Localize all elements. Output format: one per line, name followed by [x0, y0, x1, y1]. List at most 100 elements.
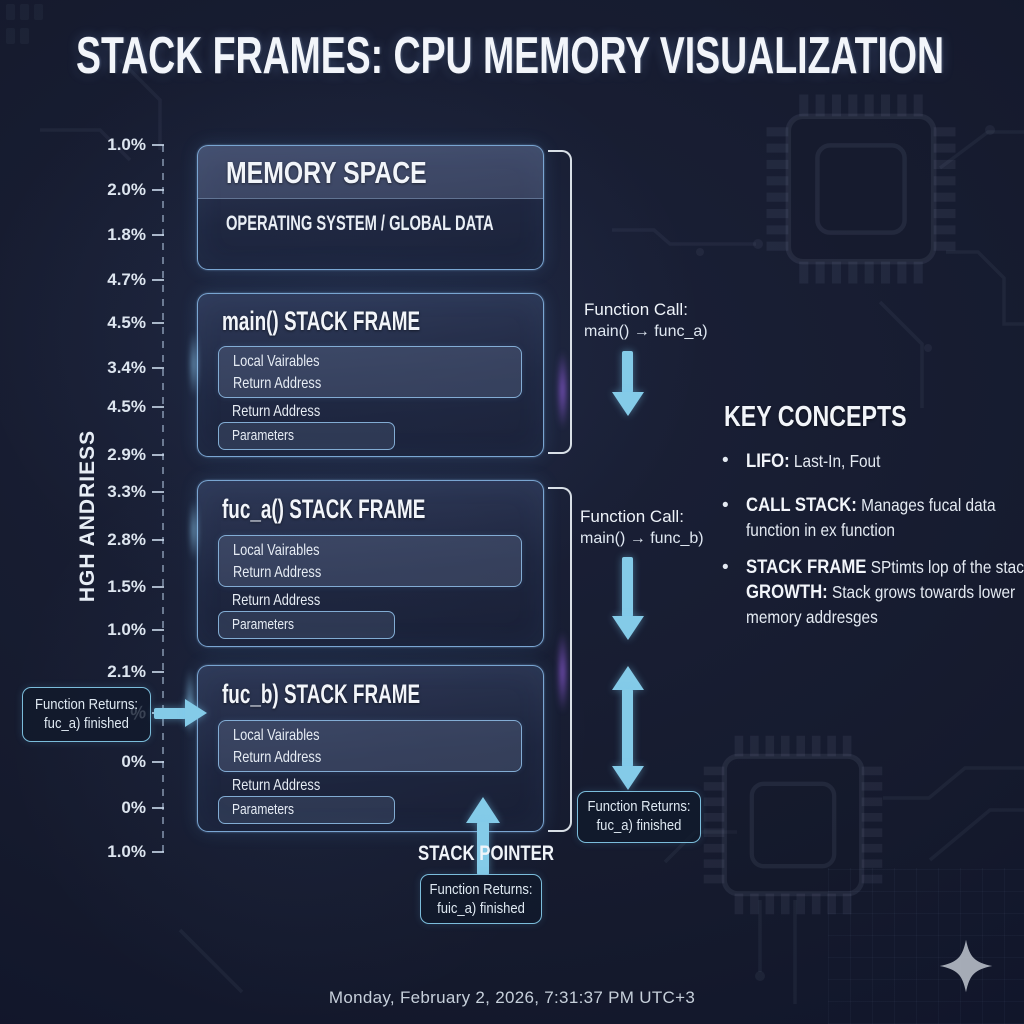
axis-tick-label: 1.0%: [107, 620, 146, 639]
group-bracket: [548, 487, 572, 832]
down-arrow-icon: [612, 392, 644, 416]
stack-frame-func-b: fuc_b) STACK FRAME Local Vairables Retur…: [197, 665, 544, 832]
return-address-label: Return Address: [233, 564, 322, 581]
glow-streak: [188, 488, 200, 572]
stack-frame-title: fuc_a() STACK FRAME: [222, 494, 426, 524]
cpu-chip-icon: [766, 94, 956, 284]
axis-tick-label: 4.5%: [107, 397, 146, 416]
key-concept-call-stack: CALL STACK: Manages fucal data function …: [746, 495, 996, 540]
stack-pointer-label: STACK POINTER: [418, 842, 554, 865]
axis-tick: 2.1%: [78, 661, 164, 683]
local-variables-box: Local Vairables Return Address: [218, 720, 522, 772]
parameters-label: Parameters: [232, 616, 295, 633]
local-variables-label: Local Vairables: [233, 727, 320, 744]
stack-frame-title: main() STACK FRAME: [222, 306, 421, 336]
bullet-icon: •: [722, 450, 729, 471]
local-variables-box: Local Vairables Return Address: [218, 346, 522, 398]
up-arrow-icon: [612, 666, 644, 690]
parameters-box: Parameters: [218, 611, 395, 639]
timestamp: Monday, February 2, 2026, 7:31:37 PM UTC…: [328, 988, 696, 1007]
memory-space-title: MEMORY SPACE: [226, 155, 427, 190]
function-call-label: Function Call:: [584, 300, 688, 319]
parameters-label: Parameters: [232, 427, 295, 444]
return-address-label: Return Address: [233, 749, 322, 766]
axis-tick: 1.0%: [78, 841, 164, 863]
glow-streak: [556, 616, 569, 728]
axis-tick-label: 0%: [121, 752, 146, 771]
axis-tick-label: 1.8%: [107, 225, 146, 244]
axis-tick-label: 2.8%: [107, 530, 146, 549]
glow-streak: [556, 336, 569, 444]
axis-tick: 3.4%: [78, 357, 164, 379]
key-concepts-title: KEY CONCEPTS: [724, 401, 907, 433]
axis-tick: 1.0%: [78, 134, 164, 156]
right-arrow-icon: [185, 699, 207, 727]
function-call-annotation-2: Function Call: main() → func_b): [580, 506, 704, 550]
function-returns-detail: fuic_a) finished: [437, 901, 525, 917]
down-arrow-icon: [612, 766, 644, 790]
function-call-detail: main() → func_b): [580, 530, 704, 547]
axis-tick: 0%: [78, 751, 164, 773]
right-arrow-icon: [154, 708, 186, 719]
memory-space-header: [198, 146, 543, 199]
function-call-label: Function Call:: [580, 507, 684, 526]
key-concept-stack-growth: STACK FRAME SPtimts lop of the stack GRO…: [746, 557, 1024, 627]
stack-frame-main: main() STACK FRAME Local Vairables Retur…: [197, 293, 544, 457]
axis-tick-label: 2.0%: [107, 180, 146, 199]
return-address-label: Return Address: [232, 403, 321, 420]
function-returns-box-right: Function Returns: fuc_a) finished: [577, 791, 701, 843]
sparkle-icon: [939, 939, 993, 993]
axis-tick-label: 3.4%: [107, 358, 146, 377]
down-arrow-icon: [622, 351, 633, 393]
axis-tick: 3.3%: [78, 481, 164, 503]
function-returns-label: Function Returns:: [587, 799, 691, 815]
parameters-box: Parameters: [218, 422, 395, 450]
function-returns-box-left: Function Returns: fuc_a) finished: [22, 687, 151, 742]
function-call-annotation-1: Function Call: main() → func_a): [584, 299, 708, 343]
parameters-box: Parameters: [218, 796, 395, 824]
stack-pointer-arrow-icon: [466, 797, 500, 823]
function-returns-detail: fuc_a) finished: [596, 818, 682, 834]
axis-tick: 4.5%: [78, 396, 164, 418]
axis-tick: 1.8%: [78, 224, 164, 246]
down-arrow-icon: [622, 557, 633, 617]
axis-tick: 1.5%: [78, 576, 164, 598]
bullet-icon: •: [722, 557, 729, 578]
axis-tick-label: 1.5%: [107, 577, 146, 596]
grid-decoration: [828, 868, 1024, 1024]
axis-tick: 2.0%: [78, 179, 164, 201]
stack-pointer-arrow-icon: [477, 822, 489, 875]
return-address-label: Return Address: [232, 777, 321, 794]
axis-tick-label: 2.9%: [107, 445, 146, 464]
double-arrow-shaft: [622, 689, 633, 767]
glow-streak: [188, 318, 200, 410]
local-variables-label: Local Vairables: [233, 353, 320, 370]
function-returns-detail: fuc_a) finished: [44, 716, 129, 732]
cpu-chip-icon: [703, 735, 883, 915]
local-variables-box: Local Vairables Return Address: [218, 535, 522, 587]
function-call-detail: main() → func_a): [584, 323, 708, 340]
axis-tick-label: 1.0%: [107, 135, 146, 154]
memory-space-subtitle: OPERATING SYSTEM / GLOBAL DATA: [226, 212, 494, 235]
group-bracket: [548, 150, 572, 454]
stack-frame-func-a: fuc_a() STACK FRAME Local Vairables Retu…: [197, 480, 544, 647]
memory-axis-line: [162, 145, 164, 853]
page-title: STACK FRAMES: CPU MEMORY VISUALIZATION: [76, 27, 945, 85]
function-returns-label: Function Returns:: [34, 697, 138, 713]
bullet-icon: •: [722, 495, 729, 516]
axis-tick: 2.9%: [78, 444, 164, 466]
axis-tick: 1.0%: [78, 619, 164, 641]
down-arrow-icon: [612, 616, 644, 640]
axis-tick-label: 1.0%: [107, 842, 146, 861]
key-concept-lifo: LIFO: Last-In, Fout: [746, 451, 881, 472]
axis-tick: 0%: [78, 797, 164, 819]
axis-tick: 4.5%: [78, 312, 164, 334]
axis-tick-label: 3.3%: [107, 482, 146, 501]
axis-tick-label: 4.5%: [107, 313, 146, 332]
stack-frame-title: fuc_b) STACK FRAME: [222, 679, 421, 709]
function-returns-label: Function Returns:: [429, 882, 533, 898]
memory-space-box: MEMORY SPACE OPERATING SYSTEM / GLOBAL D…: [197, 145, 544, 270]
function-returns-box-bottom: Function Returns: fuic_a) finished: [420, 874, 542, 924]
